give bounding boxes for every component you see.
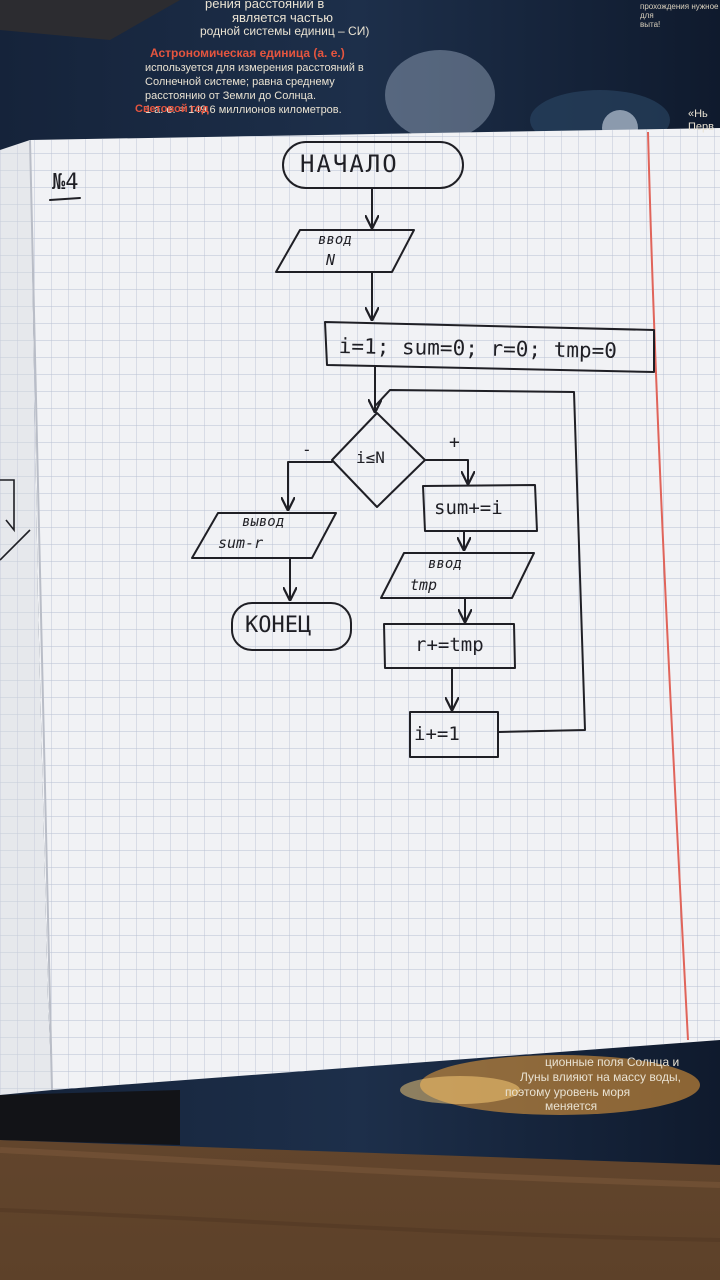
r-step-label: r+=tmp: [415, 634, 484, 656]
no-mark: -: [302, 440, 312, 459]
r-block: [383, 623, 516, 669]
input-tmp-word: ввод: [428, 556, 462, 572]
inc-step-label: i+=1: [414, 723, 460, 745]
end-terminator: [231, 602, 352, 651]
condition-diamond: [331, 412, 426, 508]
init-block: [324, 321, 655, 373]
magazine-bottom-1: ционные поля Солнца и: [545, 1055, 680, 1069]
arrow-yes: [424, 459, 468, 482]
page-number-mark: №4: [52, 170, 79, 195]
input-n-var: N: [326, 251, 336, 269]
magazine-small-note: прохождения нужное для выта!: [640, 2, 719, 29]
arrow-no: [288, 461, 333, 508]
output-var: sum-r: [218, 534, 264, 552]
condition-label: i≤N: [356, 448, 385, 467]
input-n-parallelogram: [275, 229, 415, 273]
magazine-bottom-2: Луны влияют на массу воды,: [520, 1070, 681, 1084]
magazine-line-1: рения расстояний в: [205, 0, 325, 11]
magazine-body: используется для измерения расстояний в …: [145, 62, 364, 116]
input-tmp-var: tmp: [410, 576, 438, 594]
loop-back-line: [375, 389, 586, 733]
init-label: i=1; sum=0; r=0; tmp=0: [338, 334, 618, 363]
magazine-corner: «Нь Перв: [688, 108, 714, 133]
inc-block: [409, 711, 499, 758]
magazine-line-2: является частью: [232, 10, 334, 25]
margin-line: [647, 131, 689, 1041]
magazine-bottom-3: поэтому уровень моря: [505, 1085, 631, 1099]
magazine-bottom-4: меняется: [545, 1099, 598, 1113]
input-tmp-parallelogram: [380, 552, 535, 599]
sum-block: [422, 484, 538, 532]
sum-step-label: sum+=i: [434, 497, 503, 519]
magazine-line-3: родной системы единиц – СИ): [200, 24, 370, 38]
magazine-heading-2: Световой год: [135, 103, 209, 115]
yes-mark: +: [449, 432, 460, 453]
output-word: вывод: [242, 514, 285, 530]
magazine-heading: Астрономическая единица (а. е.): [150, 46, 345, 60]
input-n-word: ввод: [318, 232, 352, 248]
start-label: НАЧАЛО: [300, 150, 399, 178]
output-parallelogram: [191, 512, 337, 559]
end-label: КОНЕЦ: [245, 613, 312, 638]
